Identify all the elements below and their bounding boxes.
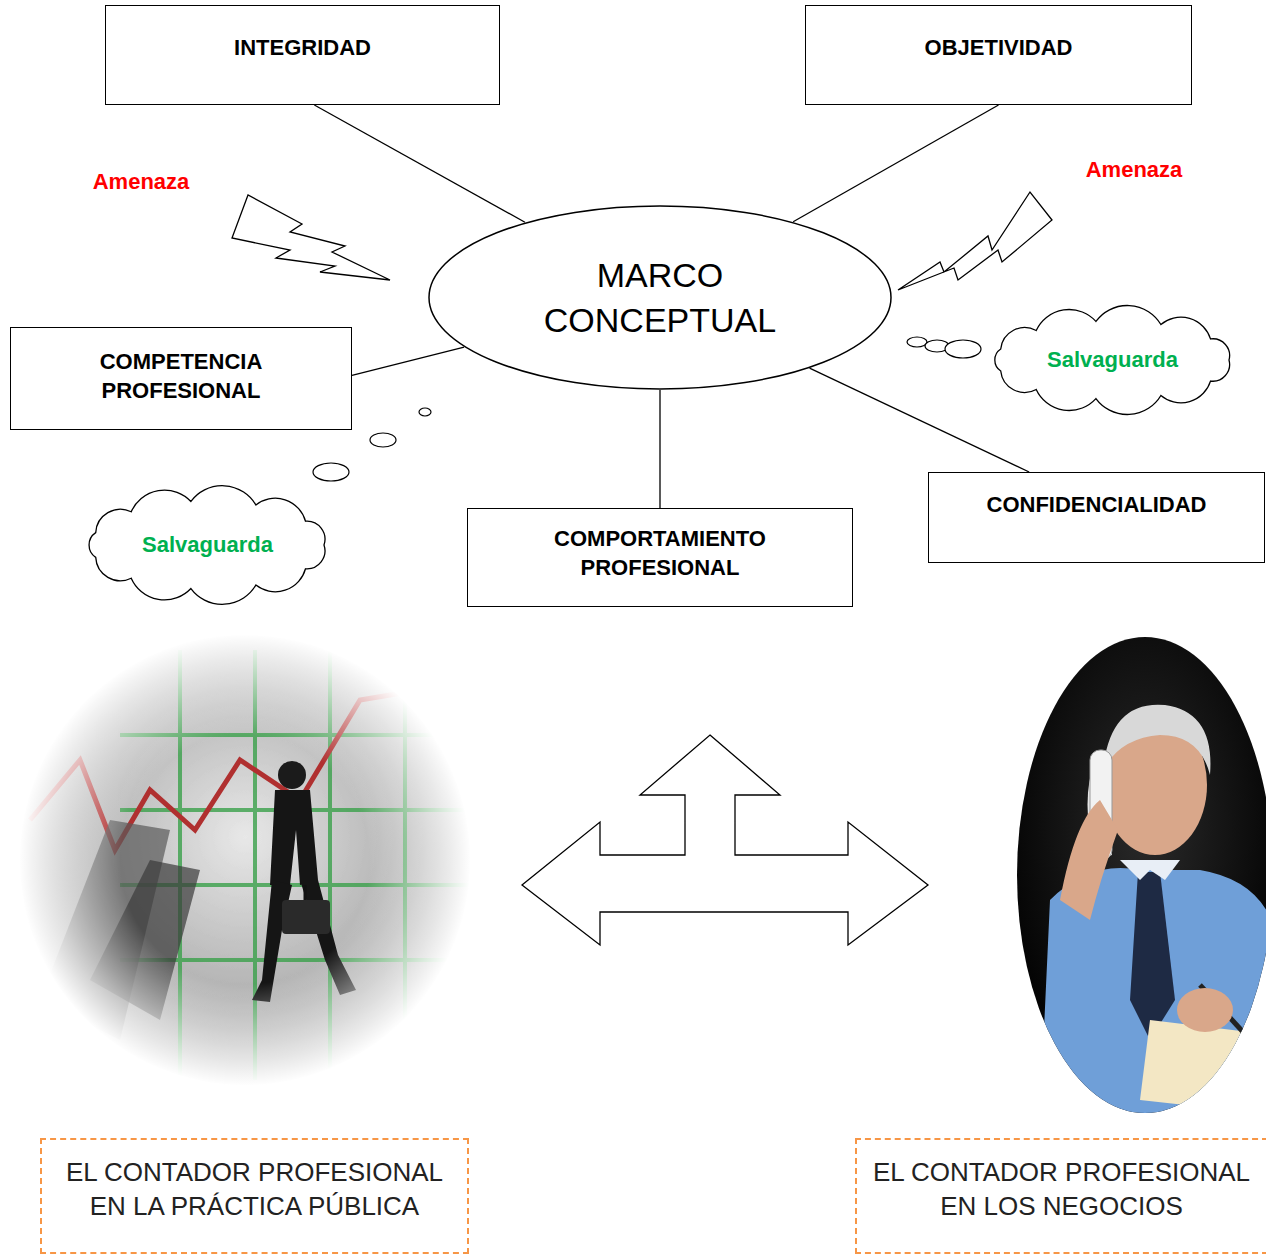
cloud-shape: [89, 486, 325, 605]
ellipse-outline: [428, 205, 892, 390]
principle-box: COMPORTAMIENTO PROFESIONAL: [467, 508, 853, 607]
connector-line: [793, 105, 998, 222]
threat-label: Amenaza: [1086, 157, 1183, 183]
connector-line: [659, 390, 660, 508]
principle-box: COMPETENCIA PROFESIONAL: [10, 327, 352, 430]
node-text: MARCO CONCEPTUAL: [515, 253, 805, 341]
role-box: EL CONTADOR PROFESIONAL EN LOS NEGOCIOS: [855, 1138, 1266, 1254]
principle-box: CONFIDENCIALIDAD: [928, 472, 1265, 563]
node-text: COMPORTAMIENTO PROFESIONAL: [525, 525, 795, 582]
safeguard-cloud: Salvaguarda: [980, 305, 1245, 415]
role-box: EL CONTADOR PROFESIONAL EN LA PRÁCTICA P…: [40, 1138, 469, 1254]
node-text: INTEGRIDAD: [234, 34, 371, 63]
safeguard-cloud: Salvaguarda: [75, 485, 340, 605]
connector-line: [352, 347, 464, 375]
node-text: COMPETENCIA PROFESIONAL: [76, 348, 286, 405]
node-text: EL CONTADOR PROFESIONAL EN LA PRÁCTICA P…: [50, 1156, 459, 1224]
connector-line: [314, 105, 525, 222]
cloud-shape: [995, 305, 1230, 414]
node-text: OBJETIVIDAD: [925, 34, 1073, 63]
principle-box: OBJETIVIDAD: [805, 5, 1192, 105]
threat-bolt: [898, 192, 1052, 290]
principle-box: INTEGRIDAD: [105, 5, 500, 105]
business-photo: [15, 630, 475, 1090]
node-text: CONFIDENCIALIDAD: [987, 491, 1207, 520]
ellipse-shape: [429, 206, 891, 389]
connector-line: [810, 368, 1030, 472]
threat-bolt: [232, 195, 390, 280]
node-text: Salvaguarda: [142, 531, 273, 560]
three-way-arrow: [522, 735, 928, 945]
phone-photo: [1015, 635, 1266, 1115]
node-text: Salvaguarda: [1047, 346, 1178, 375]
threat-label: Amenaza: [93, 169, 190, 195]
node-text: EL CONTADOR PROFESIONAL EN LOS NEGOCIOS: [865, 1156, 1258, 1224]
center-ellipse: MARCO CONCEPTUAL: [428, 205, 892, 390]
